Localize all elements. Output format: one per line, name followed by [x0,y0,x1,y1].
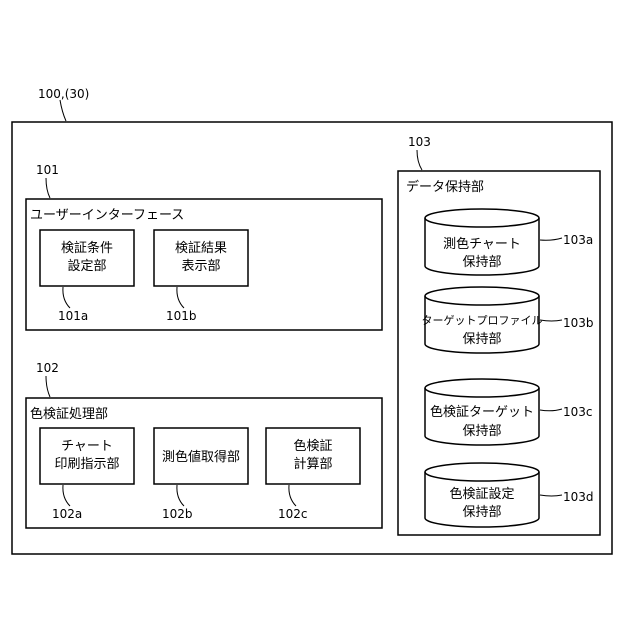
proc-panel-title: 色検証処理部 [30,406,108,422]
verify-condition-setting-label: 検証条件 [61,240,113,256]
chart-print-instruction-block [40,428,134,484]
verify-condition-setting-block [40,230,134,286]
proc-block-c-leader [289,485,296,506]
target-profile-storage-label-2: 保持部 [462,332,501,347]
ui-block-a-leader [63,287,70,308]
device-frame [12,122,612,554]
store-ref-label: 103 [408,135,431,149]
color-verification-target-storage-label: 色検証ターゲット [430,404,534,420]
cyl-c-ref: 103c [563,405,593,419]
cyl-d-leader [540,495,562,496]
store-panel-title: データ保持部 [406,179,484,195]
chart-print-instruction-label-2: 印刷指示部 [54,457,119,472]
ui-block-a-ref: 101a [58,309,88,323]
proc-block-b-leader [177,485,184,506]
color-verification-calc-label: 色検証 [293,438,332,454]
ui-panel-title: ユーザーインターフェース [30,208,184,223]
verify-result-display-label-2: 表示部 [181,259,220,274]
proc-ref-label: 102 [36,361,59,375]
cyl-a-ref: 103a [563,233,593,247]
proc-block-b-ref: 102b [162,507,193,521]
color-verification-setting-storage-label-2: 保持部 [462,505,501,520]
color-verification-calc-block [266,428,360,484]
cyl-c-leader [540,409,562,411]
cyl-a-leader [540,238,562,240]
ui-ref-label: 101 [36,163,59,177]
chart-colorimetry-storage-label: 測色チャート [443,236,521,252]
proc-block-c-ref: 102c [278,507,308,521]
verify-result-display-label: 検証結果 [175,241,227,256]
ui-block-b-ref: 101b [166,309,197,323]
proc-block-a-ref: 102a [52,507,82,521]
store-leader-line [417,150,422,170]
colorimetric-value-acquisition-label: 測色値取得部 [162,449,240,465]
cyl-b-leader [540,320,562,321]
cyl-b-ref: 103b [563,316,594,330]
chart-print-instruction-label: チャート [61,439,113,454]
ui-block-b-leader [177,287,184,308]
verify-result-display-block [154,230,248,286]
verify-condition-setting-label-2: 設定部 [67,258,106,274]
ui-leader-line [46,178,50,198]
target-profile-storage-label: ターゲットプロファイル [422,314,543,327]
cyl-d-ref: 103d [563,490,594,504]
proc-block-a-leader [63,485,70,506]
color-verification-calc-label-2: 計算部 [293,456,332,472]
device-leader-line [60,100,66,121]
color-verification-setting-storage-label: 色検証設定 [449,486,514,502]
chart-colorimetry-storage-label-2: 保持部 [462,255,501,270]
color-verification-target-storage-label-2: 保持部 [462,424,501,439]
proc-leader-line [46,376,50,397]
device-label: 100,(30) [38,87,89,101]
